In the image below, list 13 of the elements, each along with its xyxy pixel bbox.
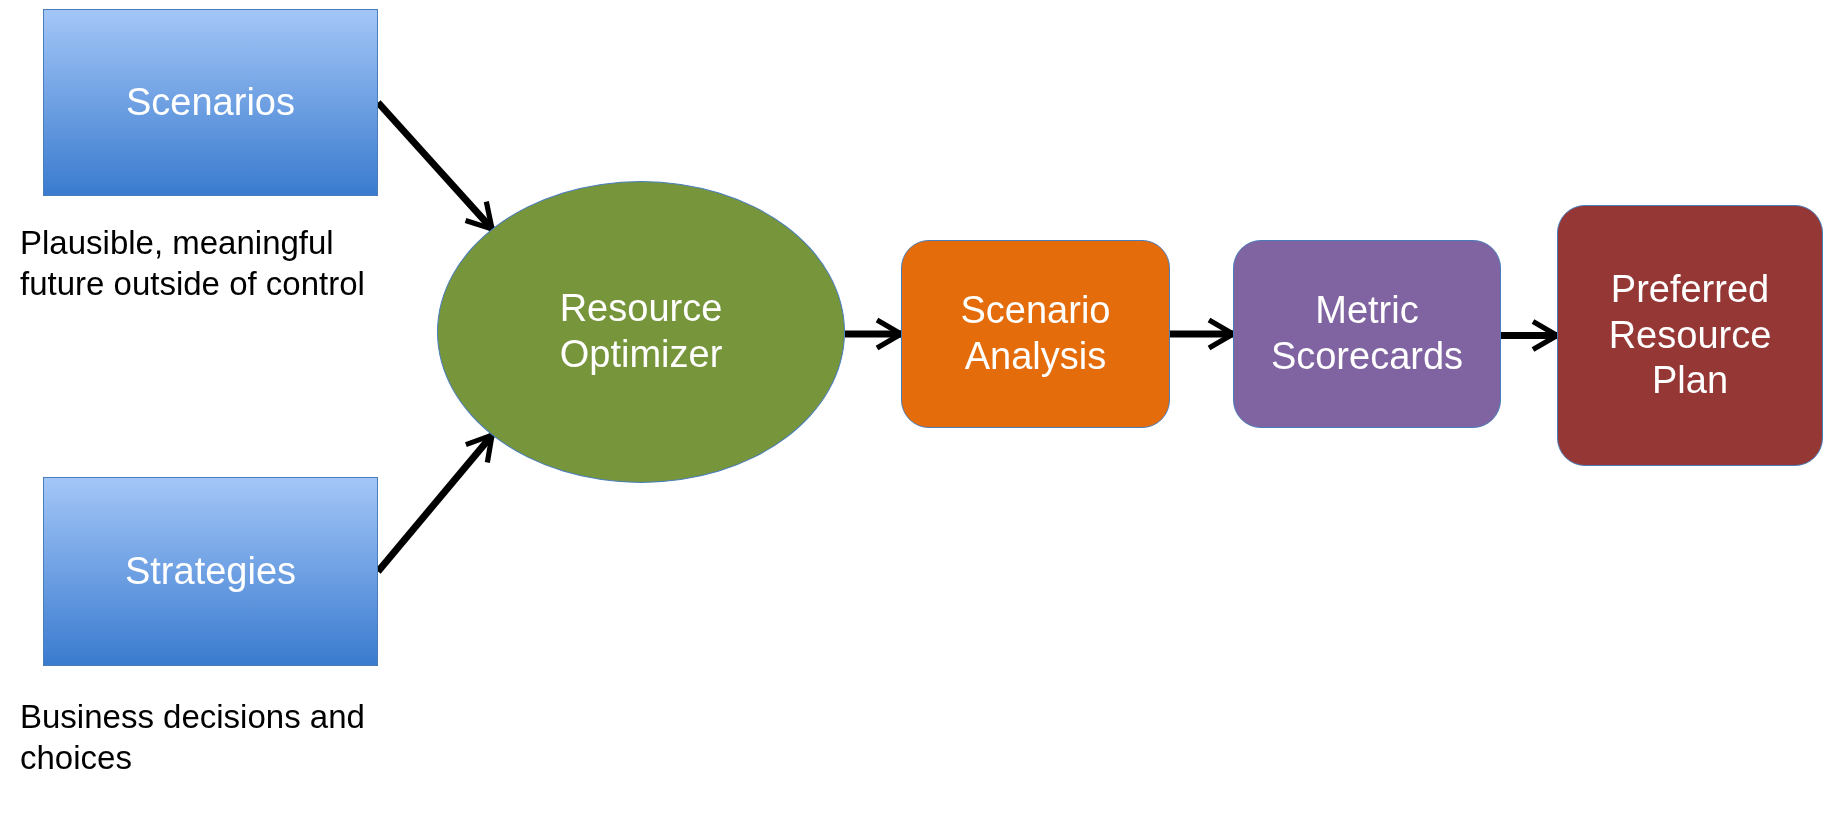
description-text: Plausible, meaningful future outside of control bbox=[20, 223, 366, 305]
input-box bbox=[43, 9, 378, 196]
node-label: Scenario Analysis bbox=[959, 288, 1112, 379]
node-label: Resource Optimizer bbox=[558, 286, 724, 377]
input-box bbox=[43, 477, 378, 666]
node-label: Strategies bbox=[123, 548, 298, 594]
node-label: Scenarios bbox=[125, 79, 296, 125]
result-box bbox=[1557, 205, 1823, 466]
description-text: Business decisions and choices bbox=[20, 697, 366, 779]
node-label: Preferred Resource Plan bbox=[1607, 267, 1773, 404]
process-box bbox=[901, 240, 1170, 428]
process-box bbox=[1233, 240, 1501, 428]
node-label: Metric Scorecards bbox=[1269, 288, 1465, 379]
